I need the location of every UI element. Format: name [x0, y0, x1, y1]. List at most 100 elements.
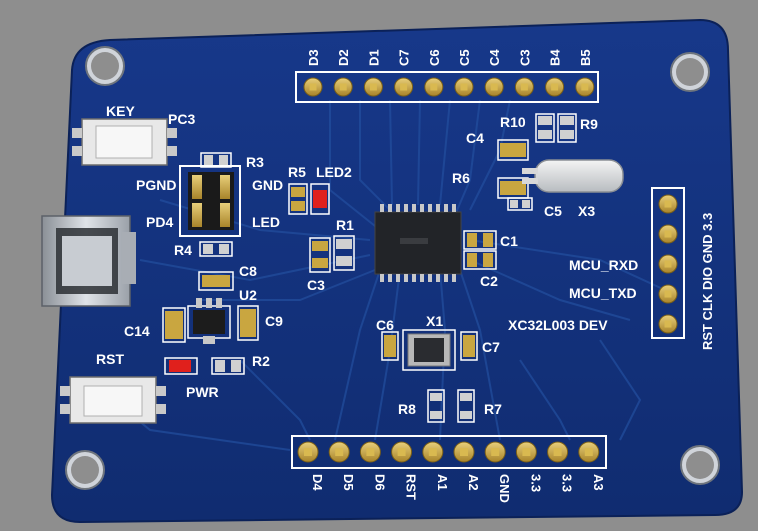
- bottom-header-pin-label: A1: [435, 474, 450, 491]
- right-header-pin: [658, 254, 678, 274]
- label-c9: C9: [265, 313, 283, 329]
- mcu-pin: [444, 204, 448, 212]
- label-c1: C1: [500, 233, 518, 249]
- top-header-pin: [514, 77, 534, 97]
- bottom-header-pin-label: A3: [591, 474, 606, 491]
- top-header-pin-label: C7: [397, 49, 412, 66]
- label-u2: U2: [239, 287, 257, 303]
- smd-passives: [162, 113, 577, 423]
- mcu-pin: [444, 274, 448, 282]
- label-r1: R1: [336, 217, 354, 233]
- mcu-pin: [388, 274, 392, 282]
- label-x1: X1: [426, 313, 443, 329]
- bottom-header-pin-label: D4: [310, 474, 325, 491]
- top-header-pin: [454, 77, 474, 97]
- micro-usb-connector: [41, 215, 136, 307]
- label-c5: C5: [544, 203, 562, 219]
- right-header-pin: [658, 224, 678, 244]
- bottom-header-pin-label: GND: [497, 474, 512, 503]
- crystal-x3: [522, 159, 624, 193]
- mcu-pin: [404, 204, 408, 212]
- top-header-pin: [575, 77, 595, 97]
- mcu-pin: [436, 274, 440, 282]
- bottom-header-pin-label: 3.3: [560, 474, 575, 492]
- label-mcu-txd: MCU_TXD: [569, 285, 637, 301]
- label-c6: C6: [376, 317, 394, 333]
- label-led: LED: [252, 214, 280, 230]
- bottom-header-pin: [391, 441, 413, 463]
- label-pwr: PWR: [186, 384, 219, 400]
- mounting-holes: [65, 46, 720, 490]
- top-header-pin-label: D3: [306, 49, 321, 66]
- mcu-pin: [380, 204, 384, 212]
- label-r2: R2: [252, 353, 270, 369]
- top-header-pin: [303, 77, 323, 97]
- top-header-pin: [424, 77, 444, 97]
- bottom-header-pin: [484, 441, 506, 463]
- key-button[interactable]: [72, 118, 177, 166]
- label-c3: C3: [307, 277, 325, 293]
- bottom-header-pin: [328, 441, 350, 463]
- top-header-pin-label: C3: [517, 49, 532, 66]
- label-pgnd: PGND: [136, 177, 176, 193]
- label-rst: RST: [96, 351, 124, 367]
- label-x3: X3: [578, 203, 595, 219]
- top-header-pin: [333, 77, 353, 97]
- mcu-pin: [412, 274, 416, 282]
- bottom-header-pin: [422, 441, 444, 463]
- bottom-header-pin: [297, 441, 319, 463]
- label-r8: R8: [398, 401, 416, 417]
- mcu-pin: [404, 274, 408, 282]
- bottom-header-pin: [515, 441, 537, 463]
- label-led2: LED2: [316, 164, 352, 180]
- bottom-header-pin: [578, 441, 600, 463]
- mcu-pin: [452, 204, 456, 212]
- top-header-pin: [545, 77, 565, 97]
- top-header-pin-label: D1: [366, 49, 381, 66]
- mcu-pin: [436, 204, 440, 212]
- rst-button[interactable]: [60, 376, 166, 424]
- label-c2: C2: [480, 273, 498, 289]
- label-pc3: PC3: [168, 111, 195, 127]
- mcu-chip: [374, 211, 462, 275]
- mcu-pin: [396, 274, 400, 282]
- bottom-header-pin-label: 3.3: [528, 474, 543, 492]
- label-r9: R9: [580, 116, 598, 132]
- bottom-header-pin-label: D5: [341, 474, 356, 491]
- label-key: KEY: [106, 103, 135, 119]
- label-r6: R6: [452, 170, 470, 186]
- right-header-pin: [658, 314, 678, 334]
- label-r7: R7: [484, 401, 502, 417]
- top-header-pin: [484, 77, 504, 97]
- label-r3: R3: [246, 154, 264, 170]
- mcu-pin: [412, 204, 416, 212]
- bottom-header-pin-label: D6: [372, 474, 387, 491]
- mcu-pins: [380, 204, 456, 282]
- bottom-header-pin: [359, 441, 381, 463]
- label-mcu-rxd: MCU_RXD: [569, 257, 638, 273]
- label-pd4: PD4: [146, 214, 173, 230]
- top-header-pin-label: C4: [487, 49, 502, 66]
- top-header-pin: [394, 77, 414, 97]
- mcu-pin: [452, 274, 456, 282]
- label-gnd: GND: [252, 177, 283, 193]
- bottom-header-pin: [453, 441, 475, 463]
- bottom-header-pin-label: RST: [404, 474, 419, 500]
- label-r5: R5: [288, 164, 306, 180]
- top-header-pin: [363, 77, 383, 97]
- label-c14: C14: [124, 323, 150, 339]
- label-r4: R4: [174, 242, 192, 258]
- label-board-name: XC32L003 DEV: [508, 317, 608, 333]
- mcu-pin: [420, 274, 424, 282]
- mcu-pin: [428, 274, 432, 282]
- right-header-pin: [658, 194, 678, 214]
- label-r10: R10: [500, 114, 526, 130]
- bottom-header-pin-label: A2: [466, 474, 481, 491]
- regulator-u2: [187, 298, 231, 344]
- label-c4: C4: [466, 130, 484, 146]
- mcu-pin: [420, 204, 424, 212]
- mcu-pin: [396, 204, 400, 212]
